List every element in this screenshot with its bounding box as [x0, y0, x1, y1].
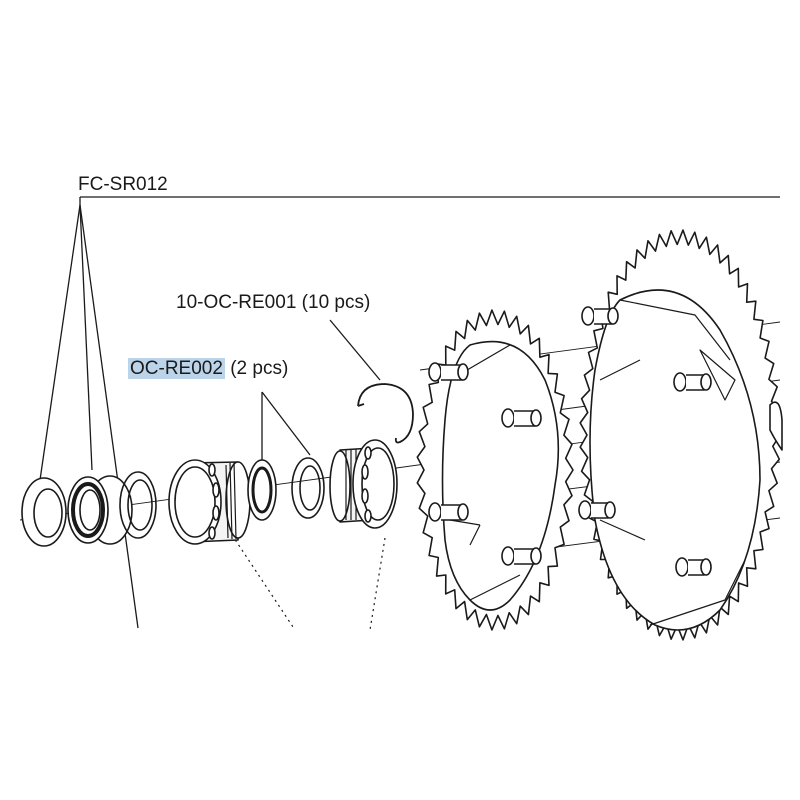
chainring-bolts-large: [578, 306, 712, 577]
washer-ring: [21, 477, 67, 547]
crank-arm-edge: [769, 401, 783, 451]
threaded-cup-left: [168, 459, 251, 545]
wave-washer: [119, 471, 157, 539]
bolts-code: 10-OC-RE001: [176, 292, 297, 313]
chainring-bolts-small: [428, 362, 542, 566]
fc-sr012-leader: [39, 196, 780, 629]
small-chainring: [416, 309, 574, 631]
spacer-leader: [261, 391, 311, 460]
bolt-1: [428, 362, 469, 382]
spacer-qty: (2 pcs): [230, 358, 289, 379]
label-oc-re002: OC-RE002 (2 pcs): [128, 358, 288, 380]
dotted-guides: [231, 534, 386, 631]
label-fc-sr012: FC-SR012: [78, 174, 168, 195]
thin-ring: [291, 457, 325, 519]
bolt-2: [501, 408, 542, 428]
bolt-4: [501, 546, 542, 566]
threaded-cup-right: [329, 439, 398, 529]
spacer-code-highlighted[interactable]: OC-RE002: [128, 358, 225, 379]
snap-clip: [357, 383, 414, 444]
bolt-3: [428, 502, 469, 522]
label-10-oc-re001: 10-OC-RE001 (10 pcs): [176, 292, 370, 314]
bolts-leader: [329, 319, 381, 381]
large-chainring: [579, 229, 781, 641]
bolts-qty: (10 pcs): [301, 292, 371, 313]
spacer-ring: [247, 459, 277, 521]
